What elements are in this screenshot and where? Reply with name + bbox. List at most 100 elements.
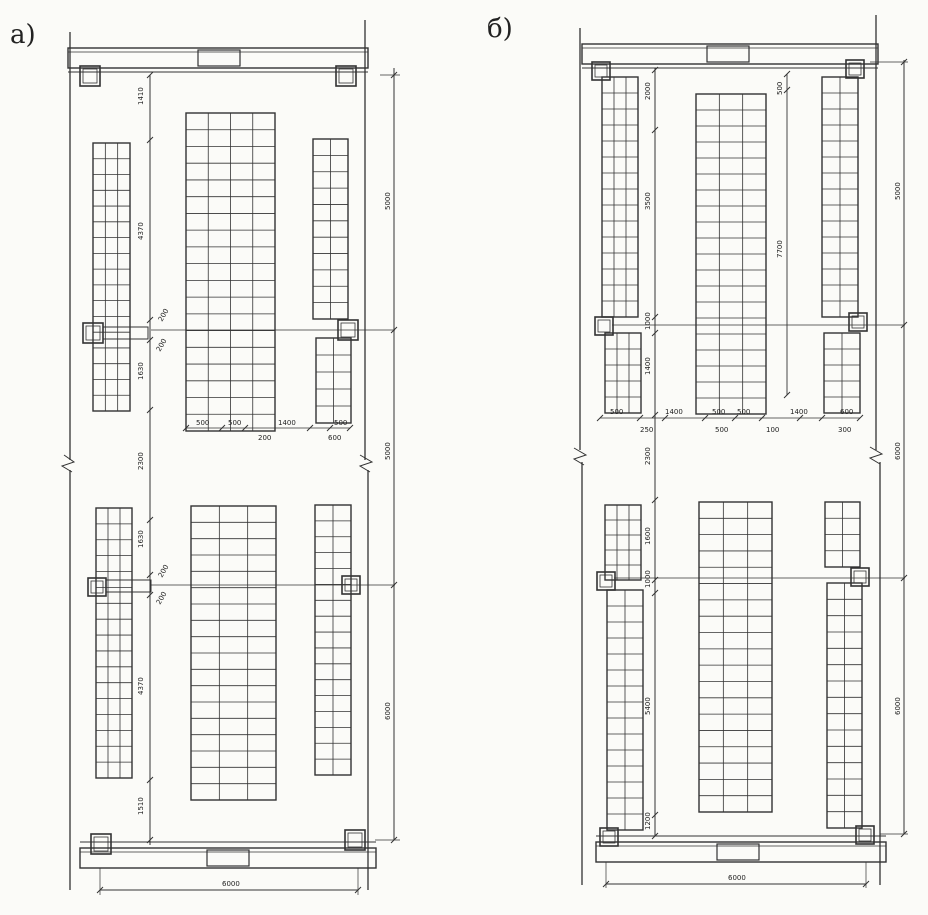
column-outer (591, 61, 611, 81)
rack-b-lower-left-top (604, 504, 642, 581)
column-outer (335, 65, 357, 87)
rack-b-lower-right-bottom (826, 582, 863, 829)
dimension-tick (701, 414, 709, 422)
break-mark-right (868, 446, 884, 465)
break-mark-left (60, 454, 76, 473)
dimension-label: 1400 (644, 357, 652, 375)
dimension-tick (783, 391, 791, 399)
dimension-label: 200 (157, 563, 171, 579)
dimension-label: 6000 (894, 697, 902, 715)
dimension-tick (146, 591, 154, 599)
dimension-label: 1000 (644, 312, 652, 330)
dimension-label: 5000 (384, 442, 392, 460)
dimension-label: 1400 (790, 408, 808, 416)
dimension-tick (651, 313, 659, 321)
plan-panel-a: 1410437020020016302300163020020043701510… (60, 20, 400, 895)
bottom-window (716, 843, 760, 861)
break-mark-left (572, 447, 588, 466)
column-mid-lower-right (850, 567, 870, 587)
dimension-tick (651, 576, 659, 584)
dimension-label: 1200 (644, 812, 652, 830)
dimension-label: 6000 (894, 442, 902, 460)
dimension-label: 2300 (137, 452, 145, 470)
rack-outline (604, 504, 642, 581)
column-inner (848, 62, 862, 76)
column-inner (599, 574, 613, 588)
column-mid-upper-right (848, 312, 868, 332)
dimension-label: 200 (258, 434, 271, 442)
dimension-tick (390, 326, 398, 334)
dimension-label: 200 (155, 590, 169, 606)
dimension-label: 200 (155, 337, 169, 353)
dimension-label: 6000 (728, 874, 746, 882)
dimension-tick (661, 414, 669, 422)
dimension-label: 300 (838, 426, 851, 434)
rack-a-lower-center (190, 505, 277, 801)
dimension-tick (146, 776, 154, 784)
dimension-label: 500 (228, 419, 241, 427)
column-inner (851, 315, 865, 329)
rack-b-upper-right-top (821, 76, 859, 318)
dimension-tick (900, 574, 908, 582)
dimension-label: 600 (328, 434, 341, 442)
rack-a-upper-right-top (312, 138, 349, 320)
dimension-tick (146, 516, 154, 524)
plan-panel-b: 2000350010001400230016001000540012005007… (572, 15, 908, 888)
bottom-wall-strip (595, 841, 887, 863)
column-bottom-right (344, 829, 366, 851)
rack-outline (95, 507, 133, 779)
column-outer (90, 833, 112, 855)
column-inner (85, 325, 101, 341)
column-inner (338, 68, 354, 84)
rack-b-lower-left-bottom (606, 589, 644, 831)
column-outer (848, 312, 868, 332)
column-inner (347, 832, 363, 848)
dimension-label: 500 (715, 426, 728, 434)
rack-a-upper-left (92, 142, 131, 412)
column-inner (90, 580, 104, 594)
dimension-label: 1510 (137, 797, 145, 815)
rack-b-upper-center (695, 93, 767, 415)
dimension-label: 1400 (278, 419, 296, 427)
dimension-tick (900, 321, 908, 329)
rack-a-lower-left (95, 507, 133, 779)
column-outer (596, 571, 616, 591)
dimension-label: 500 (610, 408, 623, 416)
dimension-tick (146, 336, 154, 344)
dimension-tick (146, 71, 154, 79)
dimension-label: 4370 (137, 677, 145, 695)
rack-b-upper-right-bottom (823, 332, 861, 414)
dimension-label: 250 (640, 426, 653, 434)
dimension-label: 500 (712, 408, 725, 416)
column-inner (602, 830, 616, 844)
column-bottom-left (90, 833, 112, 855)
dimension-tick (346, 424, 354, 432)
dimension-label: 200 (157, 307, 171, 323)
dimension-label: 1630 (137, 530, 145, 548)
column-top-left (79, 65, 101, 87)
dimension-label: 500 (737, 408, 750, 416)
dimension-label: 1400 (665, 408, 683, 416)
dimension-label: 100 (766, 426, 779, 434)
break-mark-right (358, 454, 374, 473)
dimension-tick (651, 589, 659, 597)
column-top-left (591, 61, 611, 81)
dimension-label: 1600 (644, 527, 652, 545)
dimension-tick (796, 414, 804, 422)
dimension-tick (758, 414, 766, 422)
crossbeam-upper (102, 326, 149, 340)
dimension-label: 500 (334, 419, 347, 427)
dimension-tick (354, 886, 362, 894)
dimension-label: 6000 (222, 880, 240, 888)
column-outer (845, 59, 865, 79)
dimension-label: 6000 (384, 702, 392, 720)
rack-a-upper-right-bottom (315, 337, 352, 424)
dimension-label: 600 (840, 408, 853, 416)
dimension-tick (182, 424, 190, 432)
dimension-tick (651, 411, 659, 419)
dimension-tick (651, 811, 659, 819)
column-inner (594, 64, 608, 78)
column-outer (344, 829, 366, 851)
